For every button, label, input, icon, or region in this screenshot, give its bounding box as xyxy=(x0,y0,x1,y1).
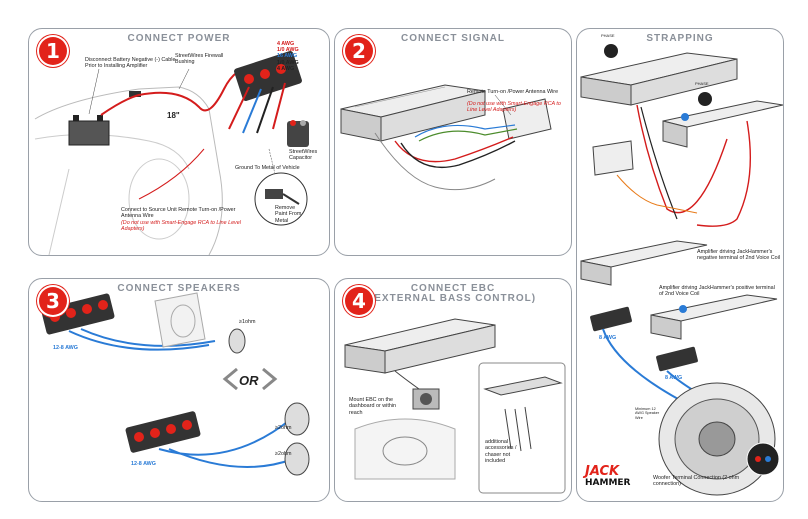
strapping-illustration xyxy=(580,44,783,496)
woofer-terminal-label: Woofer Terminal Connection (2 ohm connec… xyxy=(653,475,740,488)
panel-title: CONNECT SPEAKERS xyxy=(117,283,241,294)
jackhammer-logo: JACK HAMMER xyxy=(585,465,643,488)
logo-line1: JACK xyxy=(585,464,620,479)
ground-label: Ground To Metal of Vehicle xyxy=(235,165,300,171)
panel-connect-signal: CONNECT SIGNAL 2 Remote Turn-on /Power A… xyxy=(334,28,572,256)
panel-connect-speakers: CONNECT SPEAKERS 3 12-8 AWG ≥1o xyxy=(28,278,330,502)
ohm-b2-label: ≥2ohm xyxy=(275,451,292,457)
panel-connect-power: CONNECT POWER xyxy=(28,28,330,256)
awg-label: 4 AWG xyxy=(277,41,295,47)
power-illustration xyxy=(34,51,309,255)
step-badge: 1 xyxy=(39,37,67,65)
ohm-top-label: ≥1ohm xyxy=(239,319,256,325)
ebc-illustration xyxy=(344,318,566,494)
ohm-b1-label: ≥2ohm xyxy=(275,425,292,431)
awg-label: 16 AWG xyxy=(277,53,298,60)
awg-left-label: 8 AWG xyxy=(599,335,617,341)
accessories-label: additional accessories / chaser not incl… xyxy=(485,439,517,465)
panel-title: CONNECT EBC xyxy=(410,283,496,294)
logo-line2: HAMMER xyxy=(585,478,631,488)
distance-label: 18" xyxy=(167,111,180,120)
awg-label: 1/0 AWG xyxy=(277,59,299,66)
panel-strapping: STRAPPING xyxy=(576,28,784,502)
remote-label: Remote Turn-on /Power Antenna Wire xyxy=(467,89,559,95)
panel-title: CONNECT SIGNAL xyxy=(401,33,505,44)
awg-label: 4 AWG xyxy=(277,65,295,72)
phase-top-label: PHASE xyxy=(601,33,615,38)
min-wire-label: Minimum 12 AWG Speaker Wire xyxy=(635,407,660,420)
capacitor-label: StreetWires Capacitor xyxy=(289,149,318,162)
speakers-illustration xyxy=(41,292,310,476)
paint-label: Remove Paint From Metal xyxy=(275,205,302,224)
source-warning: (Do not use with Smart-Engage RCA to Lin… xyxy=(121,220,241,233)
remote-warning: (Do not use with Smart-Engage RCA to Lin… xyxy=(467,101,561,114)
step-badge: 3 xyxy=(39,287,67,315)
signal-illustration xyxy=(340,84,552,191)
panel-connect-ebc: CONNECT EBC (EXTERNAL BASS CONTROL) 4 Mo… xyxy=(334,278,572,502)
source-label: Connect to Source Unit Remote Turn-on /P… xyxy=(121,207,236,220)
panel-title: CONNECT POWER xyxy=(127,33,231,44)
awg-top-label: 12-8 AWG xyxy=(53,345,78,351)
panel-title: STRAPPING xyxy=(646,33,714,44)
neg-label: Amplifier driving JackHammer's negative … xyxy=(697,249,781,262)
step-badge: 2 xyxy=(345,37,373,65)
phase-mid-label: PHASE xyxy=(695,81,709,86)
bushing-label: StreetWires Firewall Bushing xyxy=(175,53,224,66)
step-badge: 4 xyxy=(345,287,373,315)
pos-label: Amplifier driving JackHammer's positive … xyxy=(659,285,775,298)
awg-list: 4 AWG 1/0 AWG 16 AWG 1/0 AWG 4 AWG xyxy=(277,41,299,72)
or-label: OR xyxy=(239,373,259,388)
panel-subtitle: (EXTERNAL BASS CONTROL) xyxy=(369,293,537,304)
awg-label: 1/0 AWG xyxy=(277,47,299,54)
awg-mid-label: 8 AWG xyxy=(665,375,683,381)
awg-bottom-label: 12-8 AWG xyxy=(131,461,156,467)
mount-label: Mount EBC on the dashboard or within rea… xyxy=(349,397,397,416)
battery-label: Disconnect Battery Negative (-) Cable Pr… xyxy=(85,57,176,70)
